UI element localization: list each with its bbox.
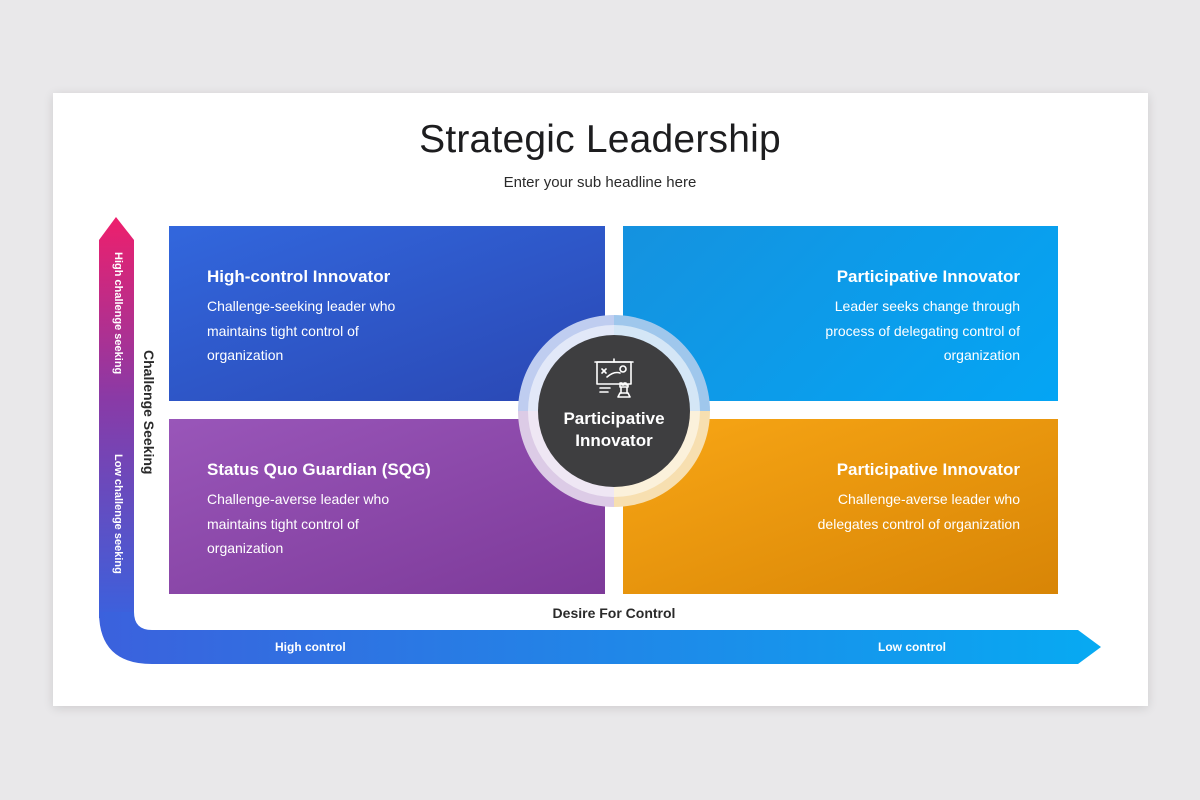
x-axis-high-label: High control xyxy=(275,640,346,654)
quadrant-description: Leader seeks change through process of d… xyxy=(825,298,1020,363)
y-axis-low-label: Low challenge seeking xyxy=(112,454,124,574)
quadrant-title: Participative Innovator xyxy=(836,460,1020,479)
quadrant-participative-innovator-top: Participative Innovator Leader seeks cha… xyxy=(623,226,1058,401)
page-subtitle: Enter your sub headline here xyxy=(503,174,697,191)
x-axis-title: Desire For Control xyxy=(552,605,676,621)
horizontal-axis-arrow xyxy=(99,612,1101,664)
y-axis-high-label: High challenge seeking xyxy=(112,252,124,375)
quadrant-description: Challenge-averse leader who maintains ti… xyxy=(207,491,390,556)
quadrant-description: Challenge-averse leader who delegates co… xyxy=(817,491,1020,532)
quadrant-title: Participative Innovator xyxy=(836,267,1020,286)
quadrant-description: Challenge-seeking leader who maintains t… xyxy=(207,298,396,363)
x-axis-low-label: Low control xyxy=(878,640,946,654)
center-label: Participative Innovator xyxy=(563,409,665,450)
presentation-board-chess-icon xyxy=(594,358,634,398)
page-title: Strategic Leadership xyxy=(419,118,781,161)
center-badge: Participative Innovator xyxy=(538,335,690,487)
quadrant-title: High-control Innovator xyxy=(207,267,391,286)
y-axis-title: Challenge Seeking xyxy=(141,350,157,475)
quadrant-title: Status Quo Guardian (SQG) xyxy=(207,460,431,479)
quadrant-status-quo-guardian: Status Quo Guardian (SQG) Challenge-aver… xyxy=(169,419,605,594)
vertical-axis-arrow xyxy=(99,217,134,618)
